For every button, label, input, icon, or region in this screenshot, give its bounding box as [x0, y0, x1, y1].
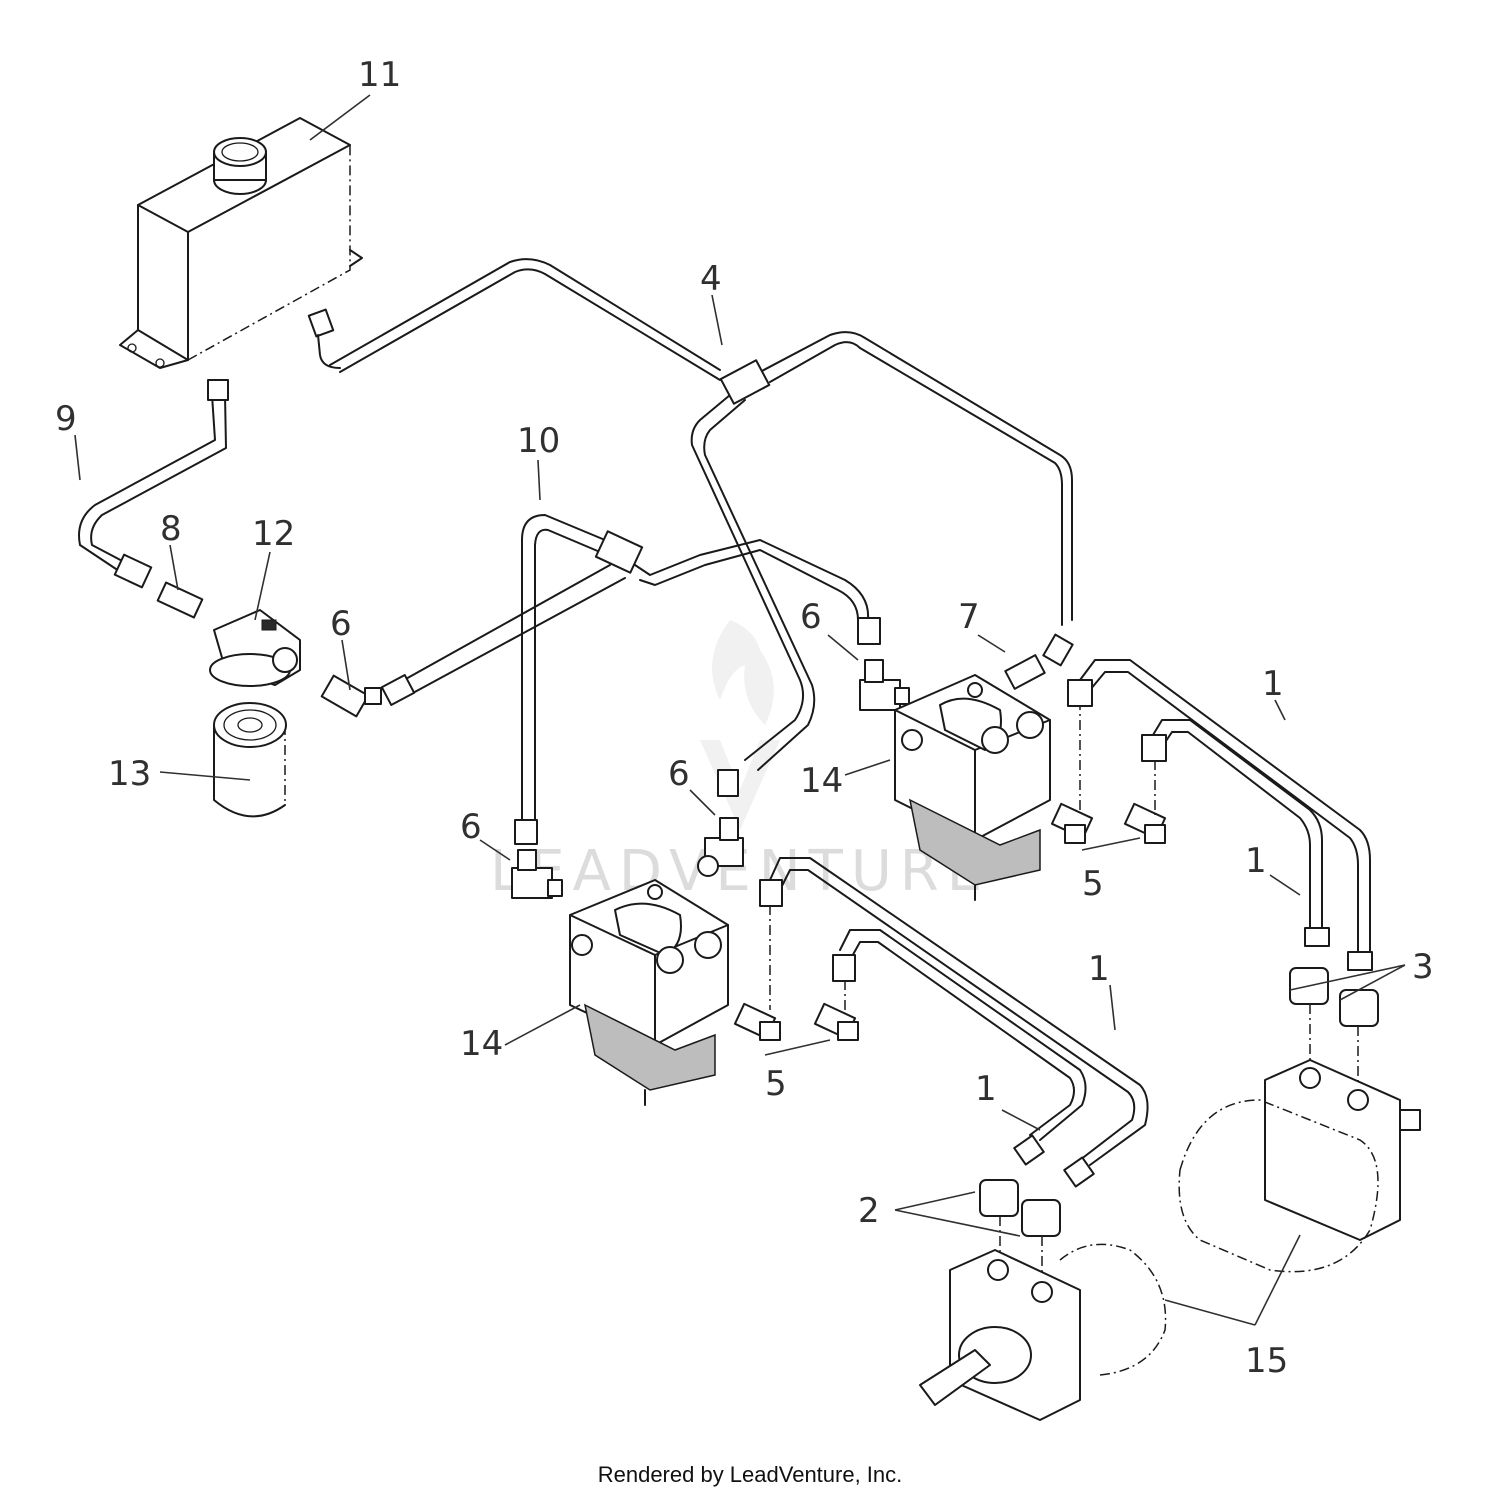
- callout-2: 2: [858, 1191, 880, 1231]
- callout-7: 7: [958, 597, 980, 637]
- pump-to-motor-tube-1-upper[interactable]: [1067, 659, 1373, 971]
- pump-to-motor-tube-1-lower[interactable]: [759, 857, 1149, 1188]
- callout-8: 8: [160, 509, 182, 549]
- hydraulic-pump-14-lower[interactable]: [569, 879, 729, 1106]
- callout-1-lower-inner: 1: [975, 1069, 997, 1109]
- callout-5-upper: 5: [1082, 864, 1104, 904]
- motor-adapter-2[interactable]: [979, 1179, 1061, 1300]
- callout-11: 11: [358, 55, 401, 95]
- callout-1-upper-outer: 1: [1262, 664, 1284, 704]
- nipple-fitting-8[interactable]: [156, 581, 204, 619]
- filter-head-12[interactable]: [209, 609, 301, 687]
- callout-3: 3: [1412, 947, 1434, 987]
- return-hose-9[interactable]: [78, 379, 229, 589]
- callout-6-upper: 6: [800, 597, 822, 637]
- callout-13: 13: [108, 754, 151, 794]
- elbow-fitting-6-left[interactable]: [511, 849, 563, 899]
- callout-14-upper: 14: [800, 761, 843, 801]
- callout-15: 15: [1245, 1341, 1288, 1381]
- suction-tube-10[interactable]: [380, 514, 881, 845]
- callout-5-lower: 5: [765, 1064, 787, 1104]
- filter-cartridge-13[interactable]: [213, 702, 287, 818]
- callout-12: 12: [252, 514, 295, 554]
- callout-14-lower: 14: [460, 1024, 503, 1064]
- callout-6-center: 6: [668, 754, 690, 794]
- callout-1-lower-outer: 1: [1088, 949, 1110, 989]
- tube-assembly-4[interactable]: [307, 258, 1074, 797]
- elbow-fitting-5-upper[interactable]: [1050, 802, 1167, 844]
- elbow-fitting-5-lower[interactable]: [733, 1002, 859, 1041]
- elbow-fitting-6-filter[interactable]: [320, 674, 382, 718]
- elbow-fitting-6-upper[interactable]: [859, 659, 910, 711]
- callout-6-left: 6: [460, 807, 482, 847]
- leader-lines: [74, 94, 1406, 1326]
- leadventure-watermark-logo: [700, 620, 780, 830]
- callout-6-filter: 6: [330, 604, 352, 644]
- adapter-fitting-7[interactable]: [1004, 654, 1046, 690]
- reservoir-tank[interactable]: [119, 117, 363, 369]
- callout-10: 10: [517, 421, 560, 461]
- callout-1-upper-inner: 1: [1245, 841, 1267, 881]
- callout-labels: 11 4 9 10 8 12 6 6 7 1 13 14 6 6 1 5 3 1…: [55, 55, 1434, 1381]
- callout-4: 4: [700, 259, 722, 299]
- wheel-motor-15-lower[interactable]: [919, 1243, 1167, 1421]
- rendered-by-footer: Rendered by LeadVenture, Inc.: [597, 1462, 903, 1487]
- wheel-motor-15-upper[interactable]: [1178, 1059, 1421, 1273]
- callout-9: 9: [55, 399, 77, 439]
- hydraulic-pump-14-upper[interactable]: [894, 674, 1051, 901]
- elbow-fitting-6-center[interactable]: [697, 817, 744, 877]
